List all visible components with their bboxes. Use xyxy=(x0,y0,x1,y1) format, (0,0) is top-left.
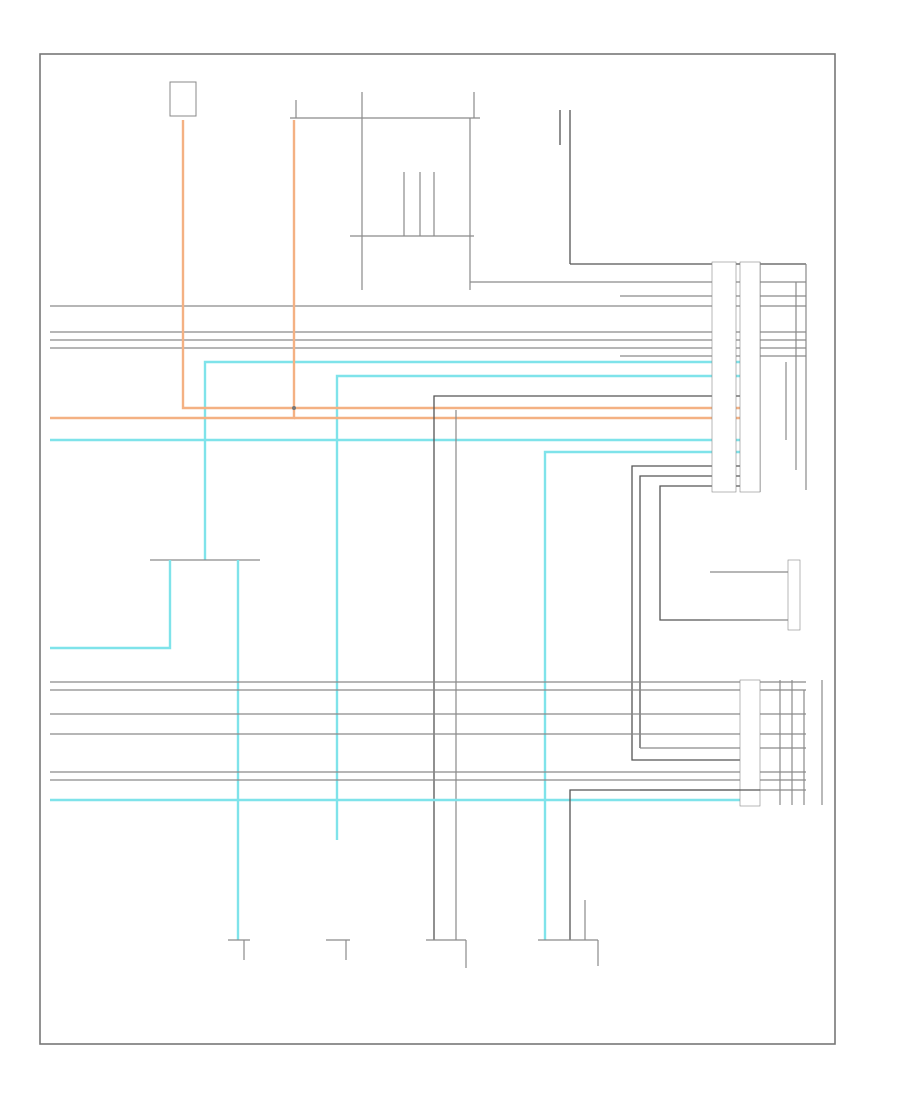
cyan-wire-362 xyxy=(203,360,760,560)
cyan-wire-452 xyxy=(543,450,760,940)
right-connector-labels xyxy=(711,261,737,493)
right-connector-pins xyxy=(711,261,761,493)
right-module-2-box xyxy=(787,559,801,631)
orange-splice xyxy=(292,406,296,410)
cyan-wire-376 xyxy=(335,374,760,840)
right-connector-body xyxy=(739,261,761,493)
dark-wire-bottom-4 xyxy=(569,789,760,940)
top-left-device xyxy=(169,81,197,117)
dark-wire-466 xyxy=(631,465,760,761)
orange-wire-418-left xyxy=(50,120,296,420)
cyan-wire-648 xyxy=(50,560,172,650)
lower-right-connector-body xyxy=(739,679,761,807)
dark-wire-486 xyxy=(659,485,760,621)
dark-wire-396 xyxy=(433,395,760,940)
diagram-frame xyxy=(39,53,836,1045)
orange-wire-408 xyxy=(181,120,760,410)
